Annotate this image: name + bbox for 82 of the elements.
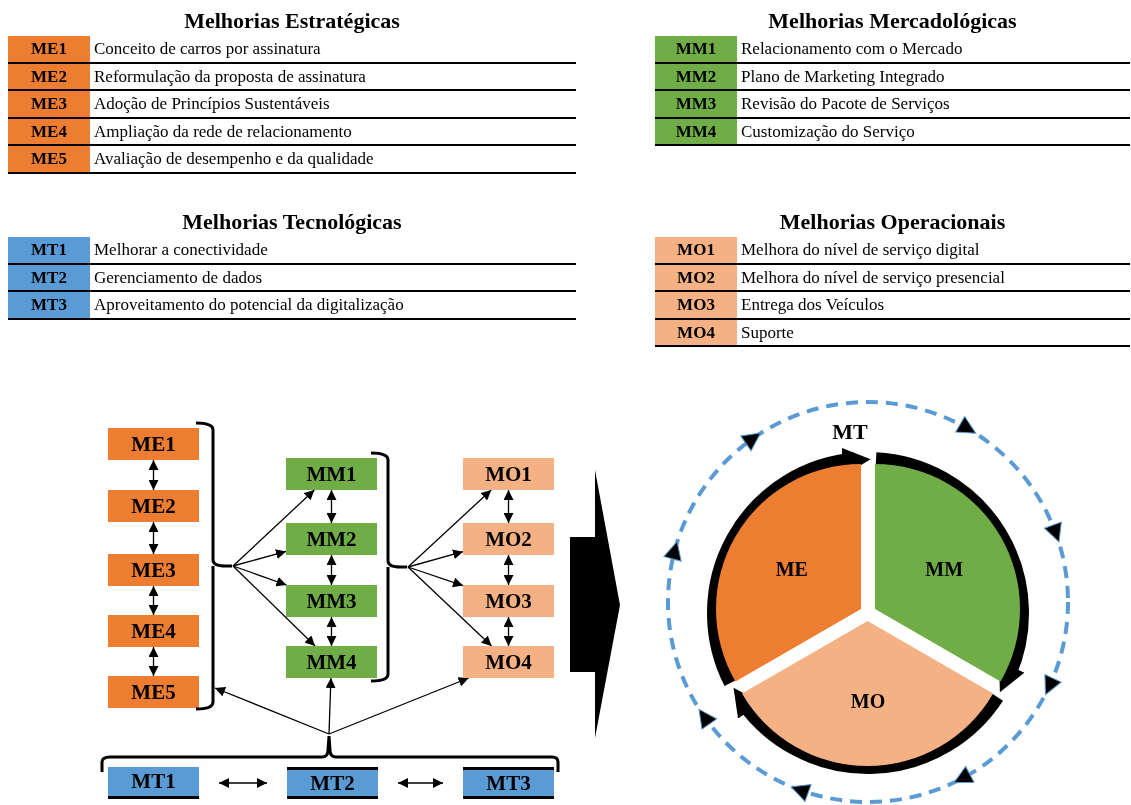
arrow bbox=[232, 489, 315, 567]
process-box: MT1 bbox=[108, 767, 199, 799]
cycle-arrow bbox=[707, 448, 871, 686]
arrow bbox=[148, 521, 159, 555]
code-cell: MO3 bbox=[655, 292, 737, 320]
arrow bbox=[326, 489, 337, 524]
process-box: ME2 bbox=[108, 490, 199, 522]
arrow bbox=[326, 616, 337, 647]
description-cell: Melhora do nível de serviço presencial bbox=[737, 264, 1130, 292]
process-box: MT3 bbox=[463, 767, 554, 799]
arrow bbox=[232, 565, 288, 587]
table-title: Melhorias Mercadológicas bbox=[767, 7, 1018, 35]
code-cell: ME5 bbox=[8, 146, 90, 174]
code-cell: ME1 bbox=[8, 36, 90, 64]
description-cell: Ampliação da rede de relacionamento bbox=[90, 118, 576, 146]
code-cell: MT3 bbox=[8, 292, 90, 320]
description-cell: Avaliação de desempenho e da qualidade bbox=[90, 146, 576, 174]
arrow bbox=[407, 566, 464, 588]
description-cell: Entrega dos Veículos bbox=[737, 292, 1130, 320]
arrow bbox=[503, 489, 514, 524]
arrow bbox=[503, 554, 514, 586]
code-cell: ME3 bbox=[8, 91, 90, 119]
process-box: MO4 bbox=[463, 646, 554, 678]
process-box: MO2 bbox=[463, 523, 554, 555]
process-box: MM3 bbox=[286, 585, 377, 617]
process-box: ME5 bbox=[108, 676, 199, 708]
arrow bbox=[214, 687, 330, 735]
table-title: Melhorias Estratégicas bbox=[183, 7, 401, 35]
description-cell: Melhora do nível de serviço digital bbox=[737, 237, 1130, 265]
description-cell: Plano de Marketing Integrado bbox=[737, 63, 1130, 91]
code-cell: MM2 bbox=[655, 63, 737, 91]
code-cell: ME4 bbox=[8, 118, 90, 146]
table-title: Melhorias Operacionais bbox=[778, 208, 1007, 236]
process-box: MM2 bbox=[286, 523, 377, 555]
description-cell: Gerenciamento de dados bbox=[90, 264, 576, 292]
table-title: Melhorias Tecnológicas bbox=[181, 208, 403, 236]
code-cell: MT2 bbox=[8, 264, 90, 292]
process-box: ME4 bbox=[108, 615, 199, 647]
arrow bbox=[328, 677, 470, 735]
arrow bbox=[325, 677, 336, 735]
arrow bbox=[232, 565, 316, 647]
arrow bbox=[407, 489, 492, 568]
process-box: MM1 bbox=[286, 458, 377, 490]
code-cell: MM1 bbox=[655, 36, 737, 64]
code-cell: MO2 bbox=[655, 264, 737, 292]
code-cell: MO1 bbox=[655, 237, 737, 265]
sector-label: MO bbox=[850, 691, 886, 711]
arrow bbox=[148, 585, 159, 616]
process-box: ME3 bbox=[108, 554, 199, 586]
cycle-arrow bbox=[732, 688, 1003, 774]
process-box: MO1 bbox=[463, 458, 554, 490]
code-cell: ME2 bbox=[8, 63, 90, 91]
process-box: ME1 bbox=[108, 428, 199, 460]
arrow bbox=[407, 549, 464, 568]
cycle-arrow bbox=[875, 452, 1029, 693]
description-cell: Adoção de Princípios Sustentáveis bbox=[90, 91, 576, 119]
code-cell: MM3 bbox=[655, 91, 737, 119]
process-box: MM4 bbox=[286, 646, 377, 678]
ring-label: MT bbox=[832, 421, 868, 443]
description-cell: Suporte bbox=[737, 319, 1130, 347]
arrow bbox=[326, 554, 337, 586]
description-cell: Customização do Serviço bbox=[737, 118, 1130, 146]
process-box: MO3 bbox=[463, 585, 554, 617]
description-cell: Conceito de carros por assinatura bbox=[90, 36, 576, 64]
sector-label: ME bbox=[775, 559, 808, 579]
arrow bbox=[407, 566, 493, 647]
code-cell: MO4 bbox=[655, 319, 737, 347]
description-cell: Revisão do Pacote de Serviços bbox=[737, 91, 1130, 119]
arrow bbox=[397, 778, 444, 788]
arrow bbox=[148, 646, 159, 677]
arrow bbox=[148, 459, 159, 491]
process-box: MT2 bbox=[287, 767, 378, 799]
description-cell: Relacionamento com o Mercado bbox=[737, 36, 1130, 64]
arrow bbox=[218, 778, 268, 788]
code-cell: MM4 bbox=[655, 118, 737, 146]
code-cell: MT1 bbox=[8, 237, 90, 265]
arrow bbox=[503, 616, 514, 647]
description-cell: Melhorar a conectividade bbox=[90, 237, 576, 265]
description-cell: Aproveitamento do potencial da digitalização bbox=[90, 292, 576, 320]
sector-label: MM bbox=[925, 559, 964, 579]
description-cell: Reformulação da proposta de assinatura bbox=[90, 63, 576, 91]
arrow bbox=[232, 549, 287, 567]
